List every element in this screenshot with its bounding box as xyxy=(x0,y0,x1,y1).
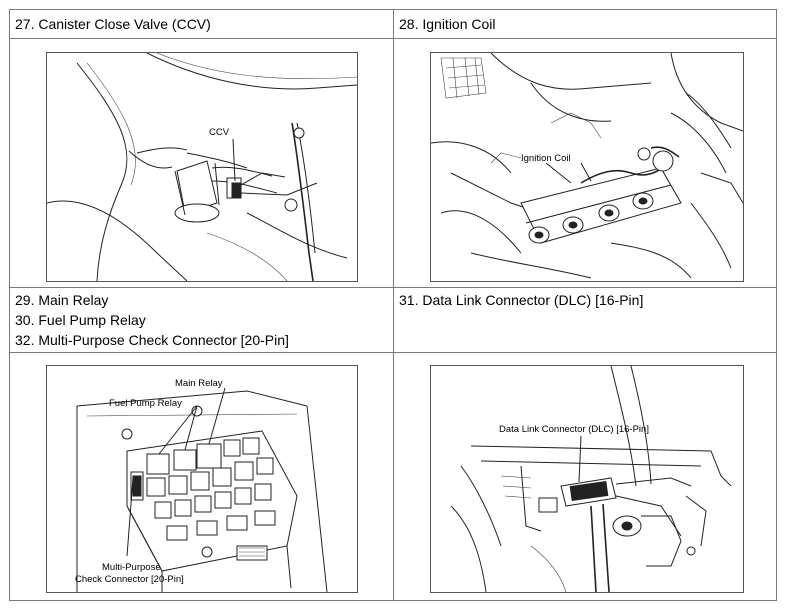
main-relay-callout: Main Relay xyxy=(175,378,223,389)
ccv-callout: CCV xyxy=(209,127,230,138)
multi-purpose-callout-line1: Multi-Purpose xyxy=(102,562,161,573)
header-dlc: 31. Data Link Connector (DLC) [16-Pin] xyxy=(399,292,644,308)
dlc-illustration: Data Link Connector (DLC) [16-Pin] xyxy=(430,365,744,593)
header-relays: 29. Main Relay 30. Fuel Pump Relay 32. M… xyxy=(15,290,289,350)
ignition-coil-illustration: Ignition Coil xyxy=(430,52,744,282)
multi-purpose-callout-line2: Check Connector [20-Pin] xyxy=(75,574,184,585)
header-ccv: 27. Canister Close Valve (CCV) xyxy=(15,16,211,32)
header-ignition-coil: 28. Ignition Coil xyxy=(399,16,496,32)
dlc-callout: Data Link Connector (DLC) [16-Pin] xyxy=(499,424,649,435)
ccv-illustration: CCV xyxy=(46,52,358,282)
header-main-relay: 29. Main Relay xyxy=(15,292,109,308)
relay-box-illustration: Main Relay Fuel Pump Relay Multi-Purpose… xyxy=(46,365,358,593)
ignition-coil-callout: Ignition Coil xyxy=(521,153,571,164)
header-multi-purpose-connector: 32. Multi-Purpose Check Connector [20-Pi… xyxy=(15,332,289,348)
column-divider xyxy=(393,9,394,601)
header-fuel-pump-relay: 30. Fuel Pump Relay xyxy=(15,312,146,328)
fuel-pump-relay-callout: Fuel Pump Relay xyxy=(109,398,182,409)
